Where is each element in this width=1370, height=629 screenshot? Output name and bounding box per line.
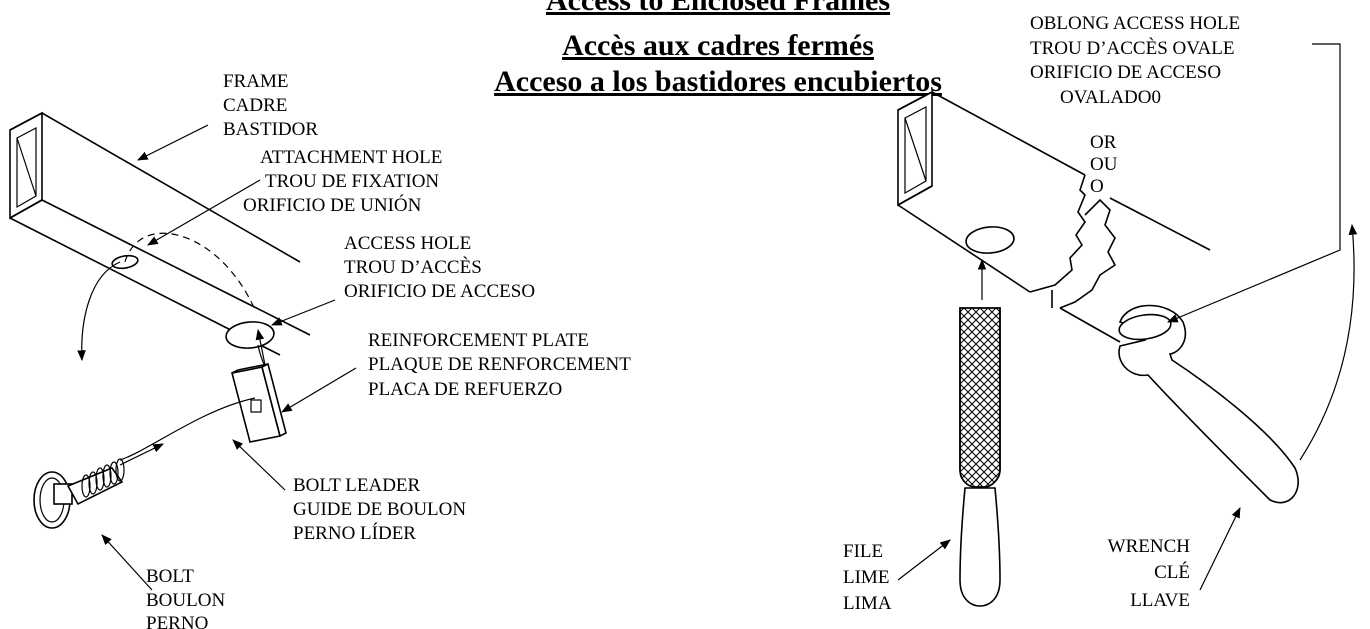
bolt-threads xyxy=(81,458,125,498)
wrench-label-en: WRENCH xyxy=(1108,536,1191,557)
bolt xyxy=(33,458,125,529)
or-label-es: O xyxy=(1090,176,1104,197)
oblong-hole-label-en: OBLONG ACCESS HOLE xyxy=(1030,13,1240,34)
reinforcement-plate-label-en: REINFORCEMENT PLATE xyxy=(368,330,589,351)
attachment-hole-leader xyxy=(147,179,261,246)
bolt-label-es: PERNO xyxy=(146,613,208,629)
right-oval-hole xyxy=(965,226,1015,254)
file-label-es: LIMA xyxy=(843,593,892,614)
wrench-jaw-hole xyxy=(1118,313,1172,341)
bolt-label-fr: BOULON xyxy=(146,590,225,611)
wrench-body xyxy=(1118,304,1299,504)
access-hole xyxy=(225,321,275,349)
title-french: Accès aux cadres fermés xyxy=(562,29,874,62)
bolt-leader-leader xyxy=(232,439,286,491)
right-frame-break-right xyxy=(1059,198,1117,309)
frame-label-es: BASTIDOR xyxy=(223,119,318,140)
frame-leader xyxy=(137,124,209,161)
file-label-fr: LIME xyxy=(843,567,889,588)
left-leader-lines xyxy=(101,124,357,591)
wrench-label-leader xyxy=(1199,507,1241,591)
oblong-hole-label-fr: TROU D’ACCÈS OVALE xyxy=(1030,37,1234,59)
attachment-hole-label-en: ATTACHMENT HOLE xyxy=(260,147,442,168)
title-spanish: Acceso a los bastidores encubiertos xyxy=(494,65,942,98)
bolt-label-leader xyxy=(101,534,153,591)
frame-label-fr: CADRE xyxy=(223,95,287,116)
file-handle xyxy=(959,487,1001,607)
attachment-hole-label-fr: TROU DE FIXATION xyxy=(265,171,439,192)
left-labels: FRAME CADRE BASTIDOR ATTACHMENT HOLE TRO… xyxy=(146,71,631,629)
oblong-hole-label-es: ORIFICIO DE ACCESO xyxy=(1030,62,1221,83)
right-frame xyxy=(897,90,1211,343)
wrench-label-es: LLAVE xyxy=(1130,590,1190,611)
reinforcement-plate-leader xyxy=(281,367,357,413)
file-tool xyxy=(959,307,1001,607)
right-labels: OBLONG ACCESS HOLE TROU D’ACCÈS OVALE OR… xyxy=(843,13,1240,614)
right-frame-break-left xyxy=(1029,174,1086,293)
wrench-label-fr: CLÉ xyxy=(1154,561,1190,583)
file-label-leader xyxy=(897,539,951,581)
reinforcement-plate-label-fr: PLAQUE DE RENFORCEMENT xyxy=(368,354,631,375)
frame-label-en: FRAME xyxy=(223,71,288,92)
title-block: Access to Enclosed Frames Accès aux cadr… xyxy=(494,0,942,98)
or-label-fr: OU xyxy=(1090,154,1118,175)
or-label-en: OR xyxy=(1090,132,1117,153)
bolt-path-dashed xyxy=(124,232,256,311)
bolt-leader-wire xyxy=(119,397,256,461)
oblong-hole-leader xyxy=(1167,43,1341,323)
bolt-shank xyxy=(66,467,124,506)
oblong-hole-label-es-2: OVALADO0 xyxy=(1060,87,1161,108)
file-label-en: FILE xyxy=(843,541,883,562)
reinforcement-plate xyxy=(231,362,287,443)
attachment-hole-label-es: ORIFICIO DE UNIÓN xyxy=(243,194,422,216)
access-hole-label-fr: TROU D’ACCÈS xyxy=(344,256,482,278)
access-hole-label-en: ACCESS HOLE xyxy=(344,233,471,254)
left-frame xyxy=(9,111,311,381)
access-hole-label-es: ORIFICIO DE ACCESO xyxy=(344,281,535,302)
reinforcement-plate-label-es: PLACA DE REFUERZO xyxy=(368,379,562,400)
right-leader-lines xyxy=(897,43,1358,591)
wrench xyxy=(1118,304,1299,504)
access-hole-leader xyxy=(270,299,336,326)
bolt-leader-label-fr: GUIDE DE BOULON xyxy=(293,499,466,520)
bolt-leader-label-es: PERNO LÍDER xyxy=(293,522,416,544)
wrench-rotation-arrow xyxy=(1299,223,1358,461)
title-english: Access to Enclosed Frames xyxy=(546,0,890,17)
bolt-leader-label-en: BOLT LEADER xyxy=(293,475,421,496)
bolt-label-en: BOLT xyxy=(146,566,194,587)
